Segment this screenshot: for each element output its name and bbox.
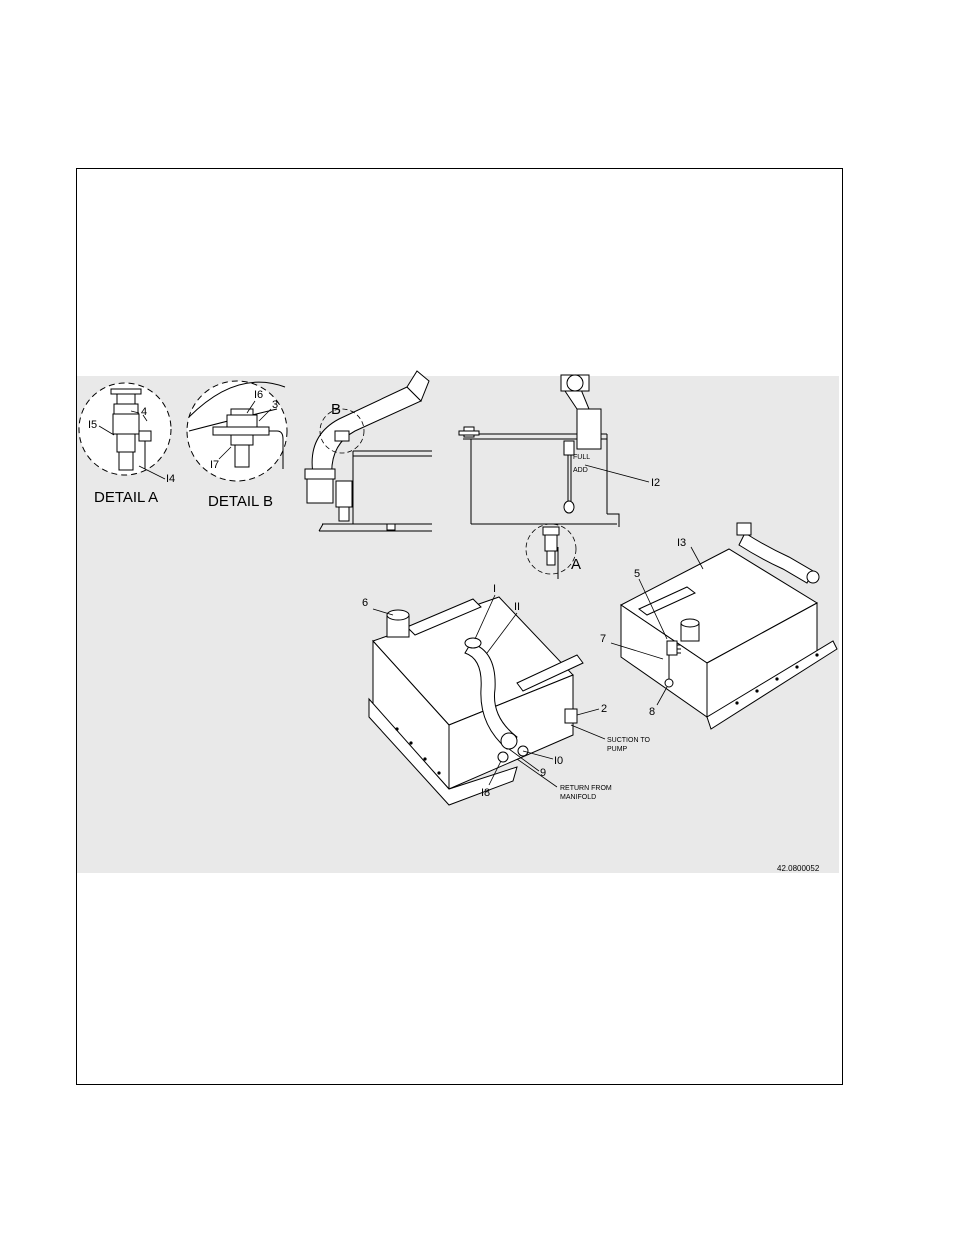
detail-a-title: DETAIL A xyxy=(94,489,158,506)
detail-a-view xyxy=(78,382,172,476)
section-marker-a: A xyxy=(571,556,581,573)
callout-16: I6 xyxy=(254,389,263,401)
isometric-view-rear xyxy=(620,522,838,730)
callout-8: 8 xyxy=(649,706,655,718)
callout-6: 6 xyxy=(362,597,368,609)
detail-b-view xyxy=(186,380,288,482)
drawing-number: 42.0800052 xyxy=(777,864,820,873)
isometric-view-front xyxy=(368,596,584,806)
note-suction-line1: SUCTION TO xyxy=(607,737,650,744)
front-view-center: FULL ADD xyxy=(458,374,620,579)
callout-2: 2 xyxy=(601,703,607,715)
note-suction-line2: PUMP xyxy=(607,746,628,753)
callout-5: 5 xyxy=(634,568,640,580)
callout-3: 3 xyxy=(272,399,278,411)
callout-13: I3 xyxy=(677,537,686,549)
hydraulic-tank-drawing: 4 I5 I4 DETAIL A I6 3 I7 DETAIL B xyxy=(77,370,839,873)
callout-18: I8 xyxy=(481,787,490,799)
callout-17: I7 xyxy=(210,459,219,471)
note-return-line2: MANIFOLD xyxy=(560,794,596,801)
note-return-line1: RETURN FROM xyxy=(560,785,612,792)
callout-1: I xyxy=(493,583,496,595)
gauge-add-mark: ADD xyxy=(573,467,588,474)
section-marker-b: B xyxy=(331,401,341,418)
callout-9: 9 xyxy=(540,767,546,779)
callout-7: 7 xyxy=(600,633,606,645)
callout-15: I5 xyxy=(88,419,97,431)
callout-10: I0 xyxy=(554,755,563,767)
side-view-left xyxy=(304,370,432,532)
callout-12: I2 xyxy=(651,477,660,489)
callout-11: II xyxy=(514,601,520,613)
detail-b-title: DETAIL B xyxy=(208,493,273,510)
callout-4: 4 xyxy=(141,406,147,418)
callout-14: I4 xyxy=(166,473,175,485)
gauge-full-mark: FULL xyxy=(573,454,590,461)
drawing-frame: 4 I5 I4 DETAIL A I6 3 I7 DETAIL B xyxy=(76,168,843,1085)
